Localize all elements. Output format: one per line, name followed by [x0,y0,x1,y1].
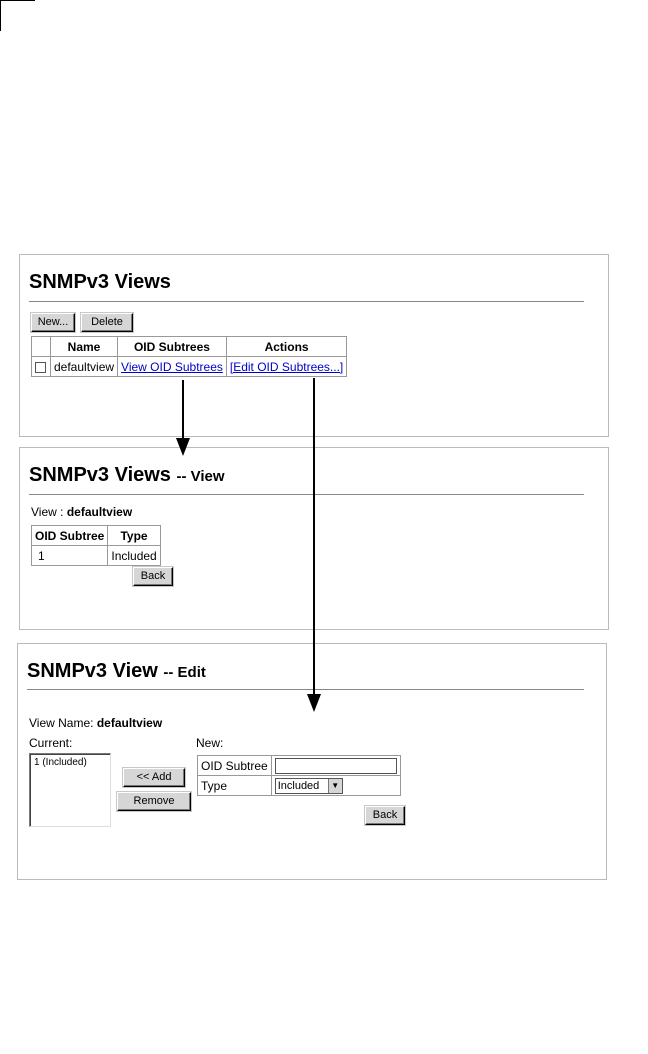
connector-arrow-line [182,380,184,440]
oid-subtree-table: OID Subtree Type 1 Included [30,525,161,566]
name-column-header: Name [49,336,119,357]
type-row: Type Included ▼ [197,775,401,796]
oid-column-header: OID Subtree [30,525,109,546]
table-header-row: OID Subtree Type [30,525,161,546]
view-name-line: View Name: defaultview [29,716,163,730]
add-button[interactable]: << Add [123,768,185,787]
connector-arrow-line [313,378,315,696]
view-name-cell: defaultview [49,356,119,377]
new-oid-form: OID Subtree Type Included ▼ [197,755,401,796]
new-button[interactable]: New... [31,313,75,332]
oid-subtree-input[interactable] [274,757,397,774]
page-title: SNMPv3 Views [29,271,171,293]
type-select[interactable]: Included ▼ [274,777,343,794]
actions-column-header: Actions [225,336,348,357]
oid-column-header: OID Subtrees [117,336,227,357]
oid-subtree-cell [270,755,401,776]
current-label: Current: [29,736,73,750]
edit-oid-subtrees-link[interactable]: [Edit OID Subtrees...] [229,359,344,374]
list-item[interactable]: 1 (Included) [34,757,87,768]
oid-subtree-label: OID Subtree [197,755,272,776]
title-rule [27,689,584,690]
type-label: Type [197,775,272,796]
table-header-row: Name OID Subtrees Actions [31,336,348,357]
chevron-down-icon[interactable]: ▼ [327,778,342,793]
back-button[interactable]: Back [365,806,405,825]
title-rule [29,301,584,302]
page-title: SNMPv3 Views -- View [29,464,225,486]
current-listbox[interactable]: 1 (Included) [29,753,111,827]
new-label: New: [196,736,224,750]
actions-cell: [Edit OID Subtrees...] [225,356,348,377]
view-oid-subtrees-link[interactable]: View OID Subtrees [121,359,223,374]
type-column-header: Type [107,525,161,546]
table-row: 1 Included [30,545,161,566]
row-select-cell [31,356,51,377]
connector-arrow-head [176,438,190,456]
views-table: Name OID Subtrees Actions defaultview Vi… [31,336,348,377]
type-select-value: Included [277,779,320,792]
title-rule [29,494,584,495]
page-title: SNMPv3 View -- Edit [27,660,206,682]
oid-cell: View OID Subtrees [117,356,227,377]
view-name-line: View : defaultview [31,505,133,519]
connector-arrow-head [307,694,321,712]
remove-button[interactable]: Remove [117,792,191,811]
table-row: defaultview View OID Subtrees [Edit OID … [31,356,348,377]
delete-button[interactable]: Delete [81,313,133,332]
row-checkbox[interactable] [35,361,46,373]
crop-mark [0,0,35,31]
snmp-view-edit-panel: SNMPv3 View -- Edit View Name: defaultvi… [17,643,607,880]
oid-subtree-row: OID Subtree [197,755,401,776]
type-cell: Included ▼ [270,775,401,796]
type-cell: Included [107,545,161,566]
back-button[interactable]: Back [133,567,173,586]
oid-cell: 1 [30,545,109,566]
select-column-header [31,336,51,357]
